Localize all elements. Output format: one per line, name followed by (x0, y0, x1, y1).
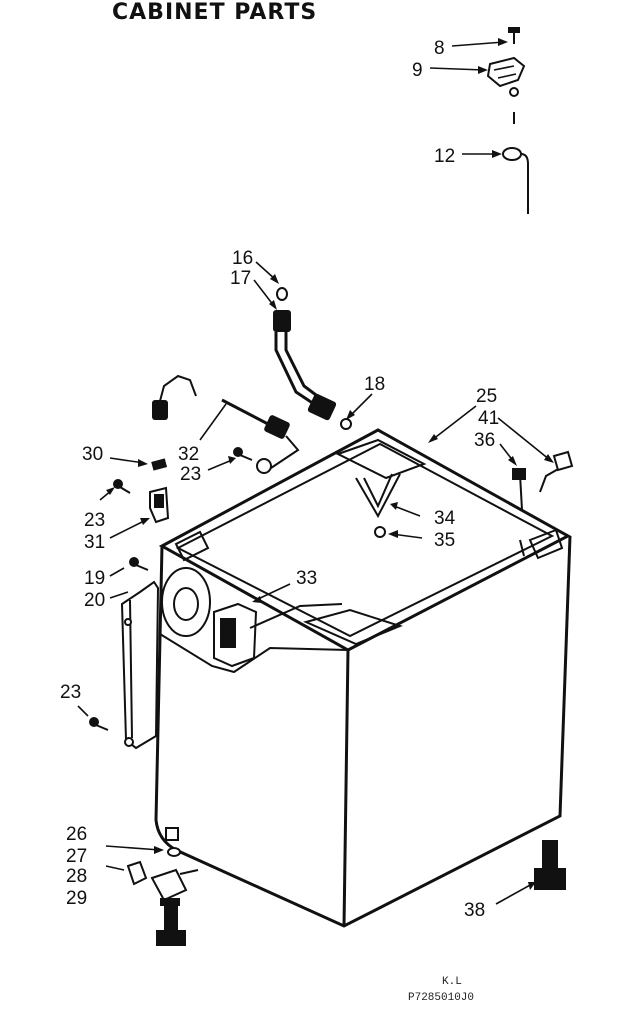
label-16: 16 (232, 248, 253, 269)
screw-19-icon (129, 557, 149, 571)
label-27: 27 (66, 846, 87, 867)
label-23a: 23 (180, 464, 201, 485)
leveling-leg-29-icon (156, 898, 186, 946)
diagram-title: CABINET PARTS (112, 0, 318, 25)
fill-hose-assembly (152, 287, 352, 471)
label-31: 31 (84, 532, 105, 553)
label-23b: 23 (84, 510, 105, 531)
hose-clamp-assembly (486, 27, 529, 214)
screw-23b-icon (113, 479, 131, 494)
cabinet-body (126, 428, 574, 946)
label-29: 29 (66, 888, 87, 909)
footer-mark: K.L (442, 976, 462, 988)
left-small-parts (89, 447, 272, 750)
label-32: 32 (178, 444, 199, 465)
label-20: 20 (84, 590, 105, 611)
label-23c: 23 (60, 682, 81, 703)
grommet-12-icon (502, 147, 529, 214)
label-17: 17 (230, 268, 251, 289)
clamp-9-icon (486, 56, 526, 124)
label-28: 28 (66, 866, 87, 887)
label-33: 33 (296, 568, 317, 589)
label-9: 9 (412, 60, 423, 81)
part-labels: 8 9 12 16 17 18 25 41 36 30 32 23 23 31 … (60, 38, 499, 921)
label-36: 36 (474, 430, 495, 451)
label-8: 8 (434, 38, 445, 59)
screw-23c-icon (89, 717, 109, 731)
label-38: 38 (464, 900, 485, 921)
label-30: 30 (82, 444, 103, 465)
label-26: 26 (66, 824, 87, 845)
label-12: 12 (434, 146, 455, 167)
leveling-leg-38-icon (534, 840, 566, 890)
leader-lines (77, 38, 554, 905)
label-35: 35 (434, 530, 455, 551)
label-25: 25 (476, 386, 497, 407)
screw-23a-icon (233, 447, 272, 474)
label-18: 18 (364, 374, 385, 395)
label-34: 34 (434, 508, 456, 529)
label-41: 41 (478, 408, 499, 429)
footer-code: P7285010J0 (408, 992, 474, 1004)
screw-8-icon (508, 27, 520, 44)
label-19: 19 (84, 568, 105, 589)
